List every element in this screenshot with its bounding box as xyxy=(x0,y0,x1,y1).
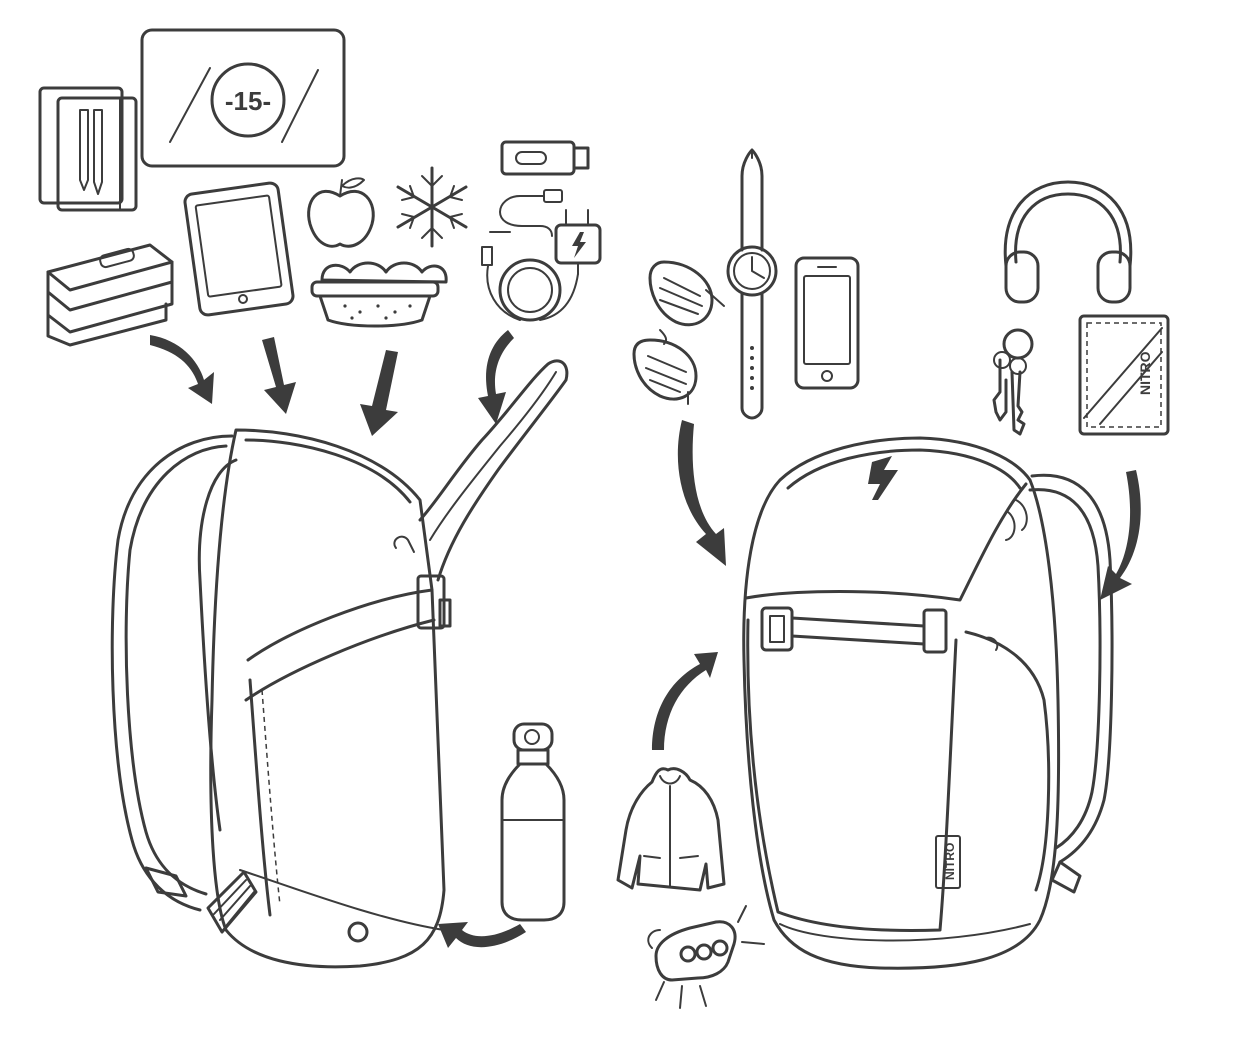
usb-stick-icon xyxy=(500,140,590,176)
bike-light-icon xyxy=(647,905,765,1009)
snowflake-icon xyxy=(396,166,468,248)
arrow-tablet xyxy=(262,337,296,414)
headphones-icon xyxy=(1003,180,1133,304)
calculator-label: -15- xyxy=(225,86,271,116)
calculator-icon: -15- xyxy=(140,28,346,168)
arrow-books xyxy=(150,335,214,404)
charger-icon xyxy=(554,209,602,275)
notebook-pens-icon xyxy=(38,86,138,212)
water-bottle-icon xyxy=(500,722,566,922)
keys-icon xyxy=(992,328,1034,436)
backpack-tag: NITRO xyxy=(943,843,957,880)
arrow-sandwich xyxy=(360,350,398,436)
arrow-jacket xyxy=(652,652,718,750)
apple-icon xyxy=(307,177,375,248)
arrow-sunglasses xyxy=(677,420,726,566)
jacket-icon xyxy=(616,767,726,892)
cable-icon xyxy=(481,189,563,266)
arrow-bottle xyxy=(438,922,526,948)
coiled-cable-icon xyxy=(486,258,579,322)
wallet-icon: NITRO xyxy=(1078,314,1170,436)
watch-icon xyxy=(726,148,778,420)
smartphone-icon xyxy=(794,256,860,390)
wallet-brand: NITRO xyxy=(1137,351,1153,395)
backpack-open xyxy=(110,359,569,969)
sandwich-icon xyxy=(310,261,448,328)
arrow-cable xyxy=(478,330,514,424)
books-icon xyxy=(46,243,174,347)
tablet-icon xyxy=(183,181,295,317)
arrow-wallet xyxy=(1100,470,1141,600)
sunglasses-icon xyxy=(632,260,725,405)
backpack-closed: NITRO xyxy=(742,436,1114,970)
